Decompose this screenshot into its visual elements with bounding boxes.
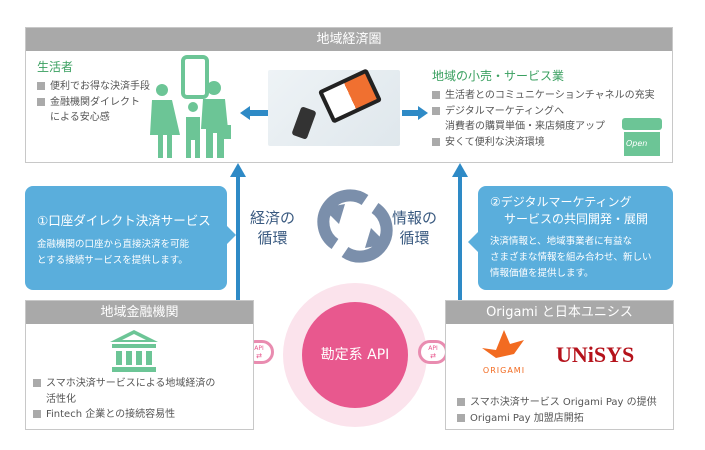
consumer-heading: 生活者 [37, 60, 74, 74]
payment-photo [268, 68, 400, 146]
consumer-bullets: 便利でお得な決済手段 金融機関ダイレクト による安心感 [37, 79, 150, 126]
info-cycle-label: 情報の循環 [392, 209, 438, 247]
retail-bullets: 生活者とのコミュニケーションチャネルの充実 デジタルマーケティングへ 消費者の購… [432, 88, 655, 150]
arrow-up-icon [230, 163, 246, 177]
core-api-circle: 勘定系 API [302, 302, 408, 408]
region-title: 地域経済圏 [26, 28, 672, 51]
bank-title: 地域金融機関 [26, 301, 253, 324]
partners-bullets: スマホ決済サービス Origami Pay の提供 Origami Pay 加盟… [457, 395, 657, 426]
bank-bullets: スマホ決済サービスによる地域経済の 活性化 Fintech 企業との接続容易性 [33, 376, 215, 423]
unisys-logo: UNiSYS [556, 342, 635, 367]
partners-title: Origami と日本ユニシス [446, 301, 673, 324]
family-icon [150, 55, 231, 158]
arrow-up-icon [452, 163, 468, 177]
cycle-arrows-icon [317, 189, 393, 263]
arrow-left-icon [240, 106, 270, 120]
callout-digital-marketing: ②デジタルマーケティング サービスの共同開発・展開 決済情報と、地域事業者に有益… [478, 186, 673, 290]
arrow-right-icon [402, 106, 428, 120]
api-cloud-icon: API⇄ [418, 340, 448, 364]
arrow-up-right [458, 175, 462, 300]
callout-direct-payment: ①口座ダイレクト決済サービス 金融機関の口座から直接決済を可能 とする接続サービ… [25, 186, 227, 290]
bank-icon [110, 330, 158, 372]
origami-logo: ORIGAMI [474, 328, 534, 375]
retail-heading: 地域の小売・サービス業 [432, 69, 565, 83]
arrow-up-left [236, 175, 240, 300]
economy-cycle-label: 経済の循環 [250, 209, 296, 247]
shop-icon: Open [622, 118, 662, 156]
partners-panel: Origami と日本ユニシス [445, 300, 674, 430]
